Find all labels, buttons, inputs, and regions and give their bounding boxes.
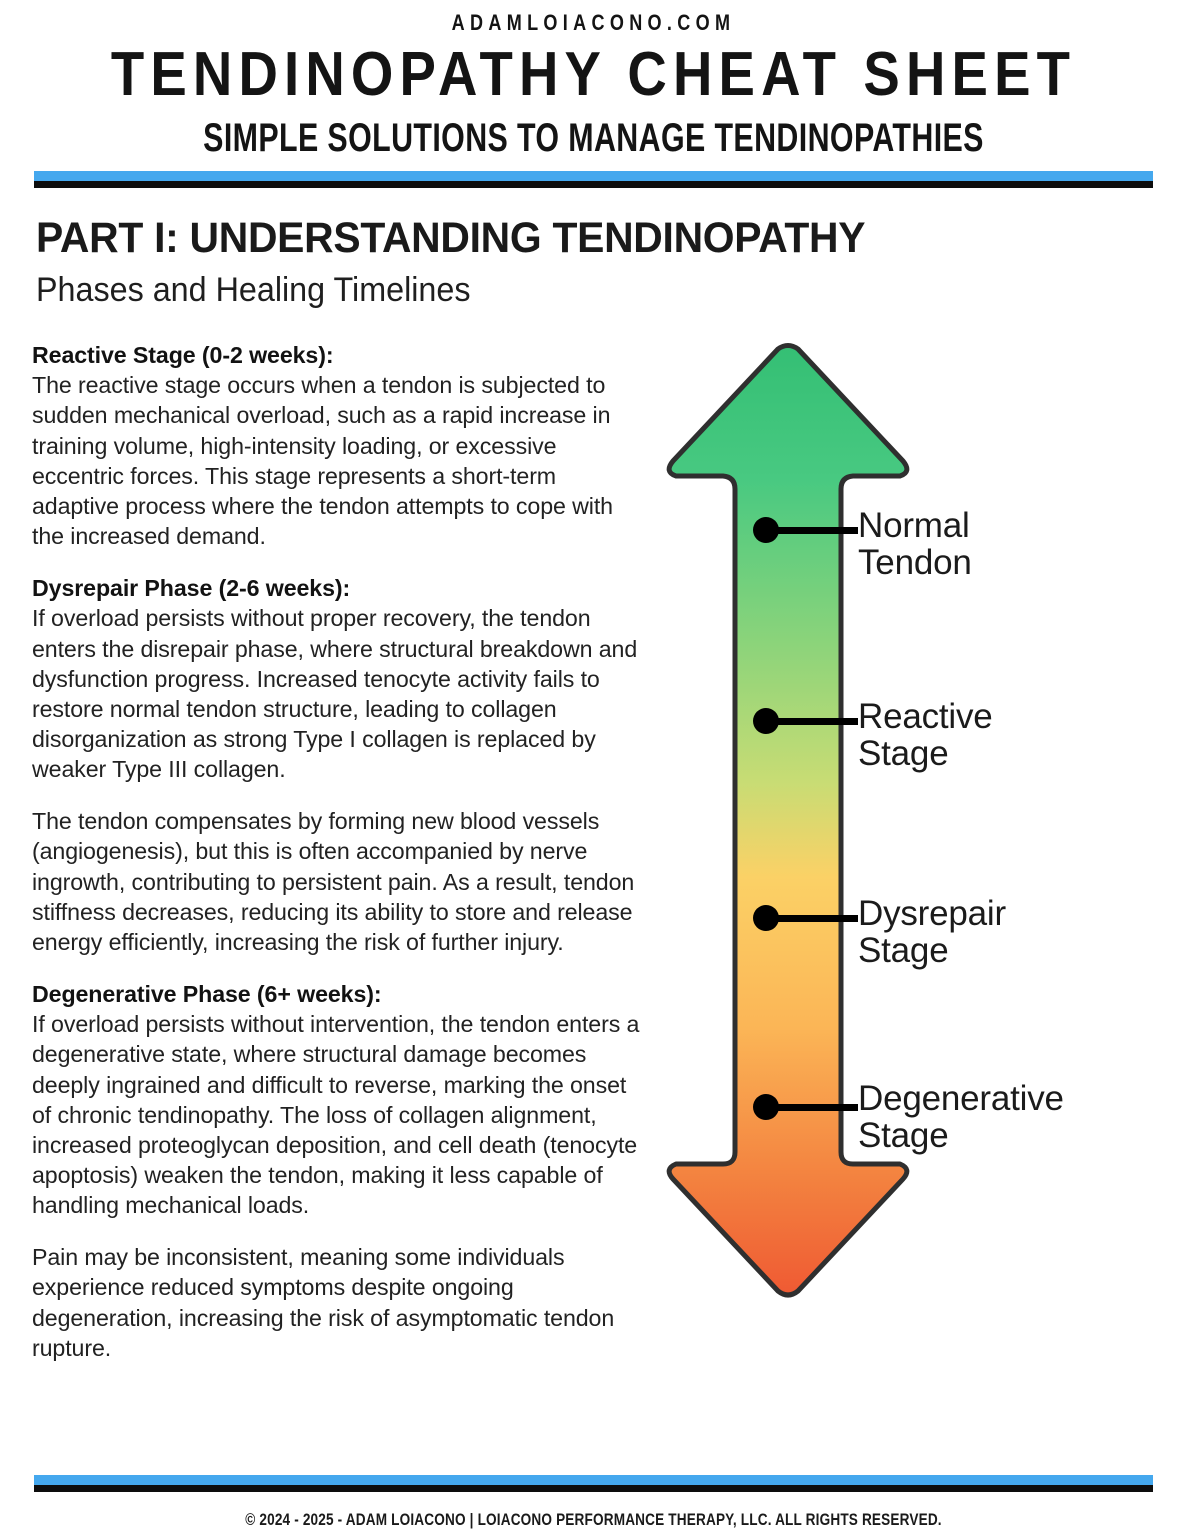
heading-reactive-stage: Reactive Stage (0-2 weeks): xyxy=(32,342,334,369)
body-pain-inconsistency: Pain may be inconsistent, meaning some i… xyxy=(32,1244,615,1361)
footer-copyright: © 2024 - 2025 - ADAM LOIACONO | LOIACONO… xyxy=(245,1510,942,1529)
paragraph-reactive-stage: Reactive Stage (0-2 weeks): The reactive… xyxy=(32,340,647,551)
callout-label-normal-tendon: Normal Tendon xyxy=(858,506,972,583)
footer-divider-black xyxy=(34,1485,1153,1492)
paragraph-pain-inconsistency: Pain may be inconsistent, meaning some i… xyxy=(32,1242,647,1363)
double-headed-arrow-icon xyxy=(666,343,910,1298)
callout-leader-line xyxy=(766,914,858,922)
callout-leader-line xyxy=(766,1103,858,1111)
part-title: PART I: UNDERSTANDING TENDINOPATHY xyxy=(36,214,866,263)
body-reactive-stage: The reactive stage occurs when a tendon … xyxy=(32,372,613,550)
callout-leader-line xyxy=(766,526,858,534)
part-subtitle: Phases and Healing Timelines xyxy=(36,271,471,310)
page-subtitle: SIMPLE SOLUTIONS TO MANAGE TENDINOPATHIE… xyxy=(203,116,984,161)
section-heading: PART I: UNDERSTANDING TENDINOPATHY Phase… xyxy=(36,214,1187,310)
heading-degenerative-phase: Degenerative Phase (6+ weeks): xyxy=(32,981,382,1008)
footer-divider-blue xyxy=(34,1475,1153,1485)
callout-label-reactive-stage: Reactive Stage xyxy=(858,697,993,774)
callout-label-dysrepair-stage: Dysrepair Stage xyxy=(858,894,1006,971)
callout-label-degenerative-stage: Degenerative Stage xyxy=(858,1079,1064,1156)
page-title: TENDINOPATHY CHEAT SHEET xyxy=(110,40,1077,109)
body-angiogenesis: The tendon compensates by forming new bl… xyxy=(32,808,635,955)
text-column: Reactive Stage (0-2 weeks): The reactive… xyxy=(32,340,647,1363)
body-dysrepair-phase: If overload persists without proper reco… xyxy=(32,605,638,783)
paragraph-angiogenesis: The tendon compensates by forming new bl… xyxy=(32,806,647,957)
paragraph-degenerative-phase: Degenerative Phase (6+ weeks): If overlo… xyxy=(32,979,647,1220)
body-degenerative-phase: If overload persists without interventio… xyxy=(32,1011,640,1219)
callout-leader-line xyxy=(766,717,858,725)
tendinopathy-progression-diagram: Normal Tendon Reactive Stage Dysrepair S… xyxy=(650,340,1187,1340)
footer-dividers xyxy=(0,1475,1187,1492)
header-divider-blue xyxy=(34,171,1153,182)
masthead: ADAMLOIACONO.COM TENDINOPATHY CHEAT SHEE… xyxy=(0,0,1187,159)
heading-dysrepair-phase: Dysrepair Phase (2-6 weeks): xyxy=(32,575,351,602)
header-divider-black xyxy=(34,181,1153,189)
paragraph-dysrepair-phase: Dysrepair Phase (2-6 weeks): If overload… xyxy=(32,573,647,784)
site-url: ADAMLOIACONO.COM xyxy=(451,10,736,35)
content-area: Reactive Stage (0-2 weeks): The reactive… xyxy=(0,340,1187,1460)
